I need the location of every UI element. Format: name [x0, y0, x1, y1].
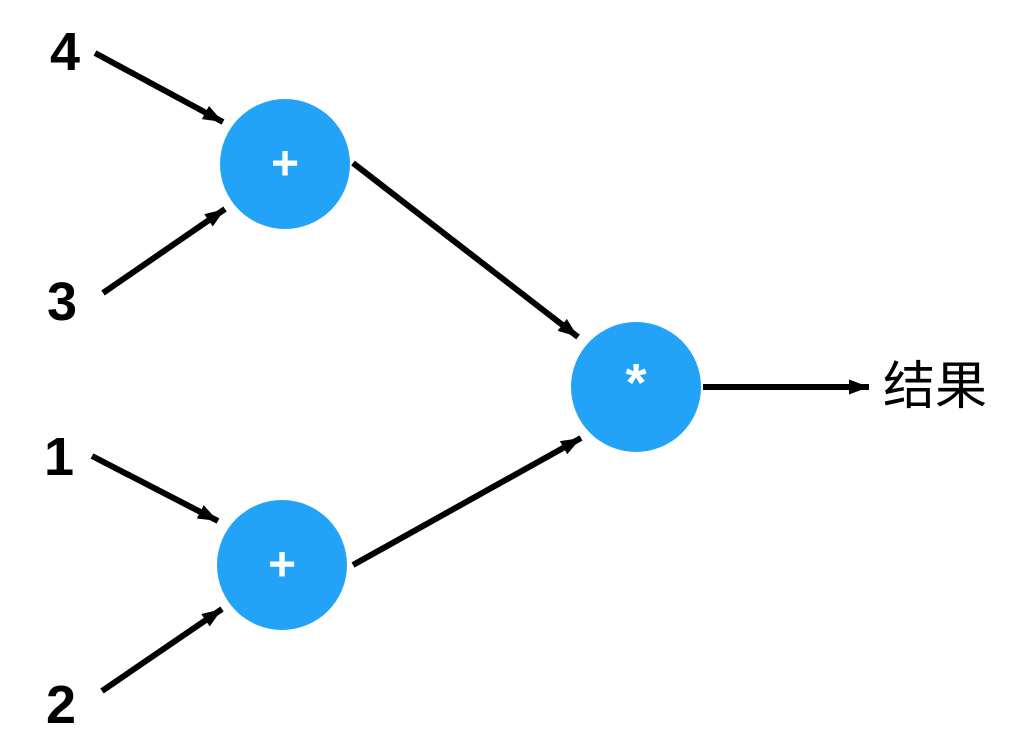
edge-input4-to-add-top — [93, 50, 225, 125]
input-label-1: 1 — [44, 427, 74, 487]
input-label-4: 4 — [50, 22, 80, 82]
edge-input1-to-add-bottom — [90, 453, 220, 524]
node-add-bottom-label: + — [268, 539, 296, 592]
node-add-top-label: + — [271, 138, 299, 191]
edge-input3-to-add-top — [101, 206, 227, 296]
node-add-top — [220, 99, 350, 229]
node-add-bottom — [217, 500, 347, 630]
input-label-2: 2 — [46, 675, 76, 735]
result-label: 结果 — [883, 358, 987, 416]
input-label-3: 3 — [47, 272, 77, 332]
node-multiply-label: * — [625, 353, 646, 413]
node-multiply — [571, 322, 701, 452]
edge-input2-to-add-bottom — [100, 606, 224, 694]
edge-add-bottom-to-multiply — [351, 435, 583, 568]
edge-add-top-to-multiply — [351, 160, 580, 340]
